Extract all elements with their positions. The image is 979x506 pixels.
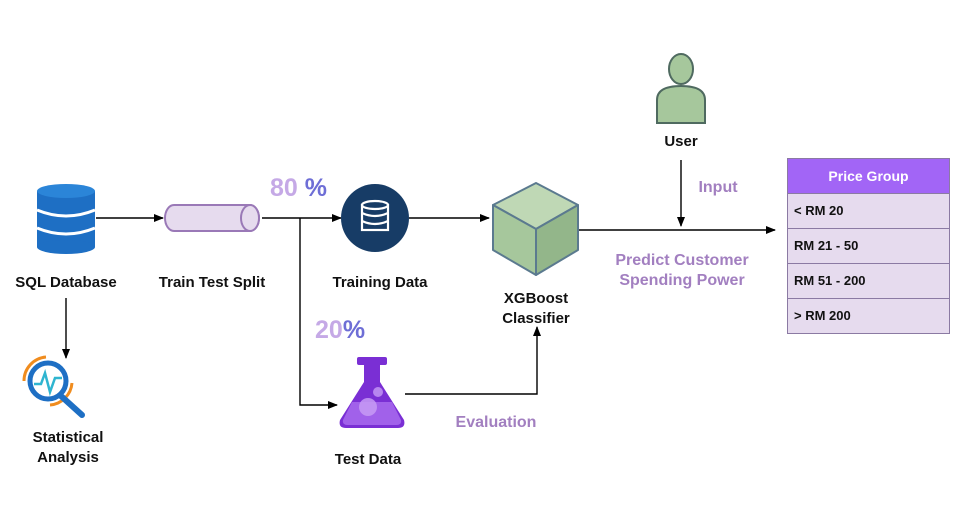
price-group-header: Price Group	[788, 159, 949, 194]
input-label: Input	[698, 179, 738, 196]
train-percent-value: 80	[270, 174, 298, 202]
evaluation-label: Evaluation	[455, 414, 537, 431]
statistical-analysis-label: Statistical Analysis	[16, 428, 120, 468]
price-group-row: < RM 20	[788, 194, 949, 229]
database-icon	[36, 184, 96, 254]
statistical-label-line2: Analysis	[37, 449, 99, 466]
predict-label: Predict Customer Spending Power	[598, 251, 766, 291]
price-group-row: RM 51 - 200	[788, 264, 949, 299]
cylinder-icon	[164, 204, 260, 232]
xgboost-label-line2: Classifier	[502, 310, 570, 327]
connectors	[62, 160, 776, 409]
user-icon	[656, 53, 706, 124]
flask-icon	[339, 357, 405, 428]
predict-label-line2: Spending Power	[619, 272, 745, 289]
price-group-row: > RM 200	[794, 308, 851, 323]
test-percent: 20%	[315, 316, 365, 344]
test-percent-sign: %	[342, 316, 366, 344]
database-circle-icon	[341, 184, 409, 252]
statistics-magnifier-icon	[22, 355, 85, 418]
predict-label-line1: Predict Customer	[615, 252, 749, 269]
xgboost-label: XGBoost Classifier	[486, 289, 586, 329]
test-data-label: Test Data	[334, 451, 402, 468]
user-label: User	[664, 133, 698, 150]
statistical-label-line1: Statistical	[32, 429, 104, 446]
test-percent-value: 20	[315, 316, 343, 344]
sql-database-label: SQL Database	[15, 274, 117, 291]
price-group-row: RM 21 - 50	[788, 229, 949, 264]
arrow-split-to-test	[299, 218, 338, 409]
train-percent: 80 %	[270, 174, 327, 202]
train-percent-sign: %	[304, 174, 327, 202]
xgboost-label-line1: XGBoost	[503, 290, 569, 307]
training-data-label: Training Data	[332, 274, 428, 291]
cube-icon	[492, 182, 579, 276]
price-group-table: Price Group < RM 20 RM 21 - 50 RM 51 - 2…	[787, 158, 950, 334]
train-test-split-label: Train Test Split	[158, 274, 266, 291]
arrow-test-to-xgboost	[405, 326, 541, 395]
